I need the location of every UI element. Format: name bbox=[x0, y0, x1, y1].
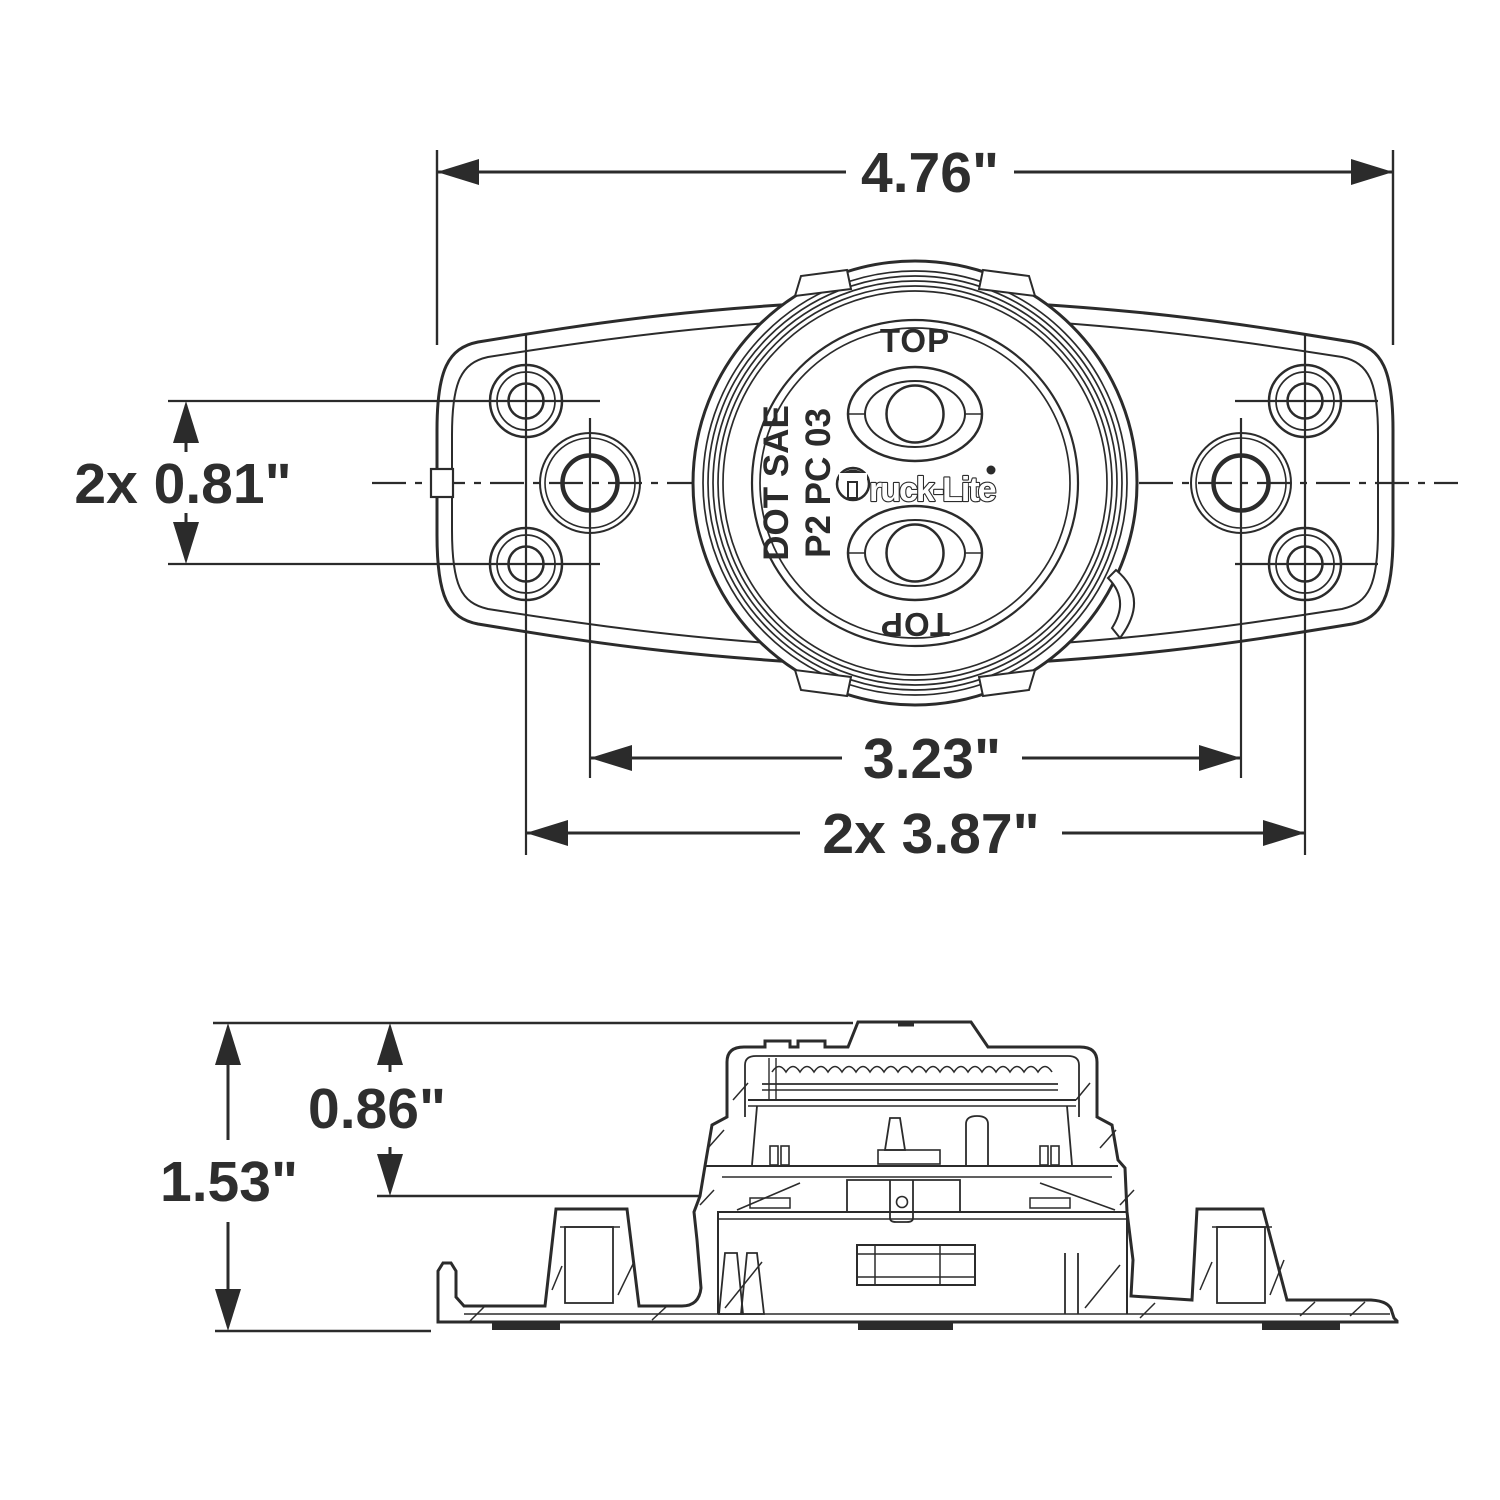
dim-label-hole-spacing-v: 2x 0.81" bbox=[74, 452, 291, 516]
lens-top-marking: TOP bbox=[880, 322, 950, 359]
side-view: 1.53" 0.86" bbox=[160, 1020, 1399, 1333]
body-edge-notch bbox=[429, 467, 455, 499]
dim-label-width: 4.76" bbox=[861, 141, 999, 205]
dimension-inner-hole-spacing: 3.23" bbox=[590, 727, 1241, 791]
bezel-clip bbox=[1106, 568, 1135, 640]
hole-left-center bbox=[539, 432, 641, 534]
hole-right-center bbox=[1190, 432, 1292, 534]
lamp-body-inner-line bbox=[451, 313, 1379, 653]
internal-details bbox=[464, 1055, 1390, 1315]
lens-bottom-marking: TOP bbox=[880, 606, 950, 643]
lens-cert-p2pc03: P2 PC 03 bbox=[799, 408, 838, 558]
brand-logo: ruck-Lite bbox=[835, 465, 999, 510]
side-profile-outline bbox=[436, 1020, 1399, 1324]
dim-label-total-height: 1.53" bbox=[160, 1150, 298, 1214]
dimension-overall-width: 4.76" bbox=[435, 141, 1395, 345]
mounting-holes-small bbox=[488, 363, 1343, 602]
lens-cert-dot-sae: DOT SAE bbox=[757, 405, 796, 561]
reference-lines bbox=[213, 1021, 853, 1333]
brand-wordmark: ruck-Lite bbox=[869, 471, 996, 509]
hole-bottom-left bbox=[488, 526, 564, 602]
lens-bezel bbox=[691, 259, 1139, 707]
dimension-hole-vertical-spacing: 2x 0.81" bbox=[74, 401, 292, 564]
top-view: TOP TOP DOT SAE P2 PC 03 ruck-Lite bbox=[74, 141, 1458, 866]
dimension-outer-hole-spacing: 2x 3.87" bbox=[526, 802, 1305, 866]
hole-top-right bbox=[1267, 363, 1343, 439]
hole-bottom-right bbox=[1267, 526, 1343, 602]
registered-mark bbox=[986, 465, 996, 475]
hole-top-left bbox=[488, 363, 564, 439]
mounting-holes-large bbox=[539, 432, 1292, 534]
dim-label-body-height: 0.86" bbox=[308, 1077, 446, 1141]
dim-label-inner-spacing: 3.23" bbox=[863, 727, 1001, 791]
gasket-pads bbox=[492, 1322, 1340, 1330]
dim-label-outer-spacing: 2x 3.87" bbox=[822, 802, 1039, 866]
dimension-body-height: 0.86" bbox=[308, 1023, 446, 1196]
dimension-overall-height: 1.53" bbox=[160, 1023, 298, 1331]
construction-lines bbox=[168, 333, 1378, 855]
lens-openings bbox=[846, 365, 984, 602]
hatch-marks bbox=[469, 1082, 1366, 1322]
